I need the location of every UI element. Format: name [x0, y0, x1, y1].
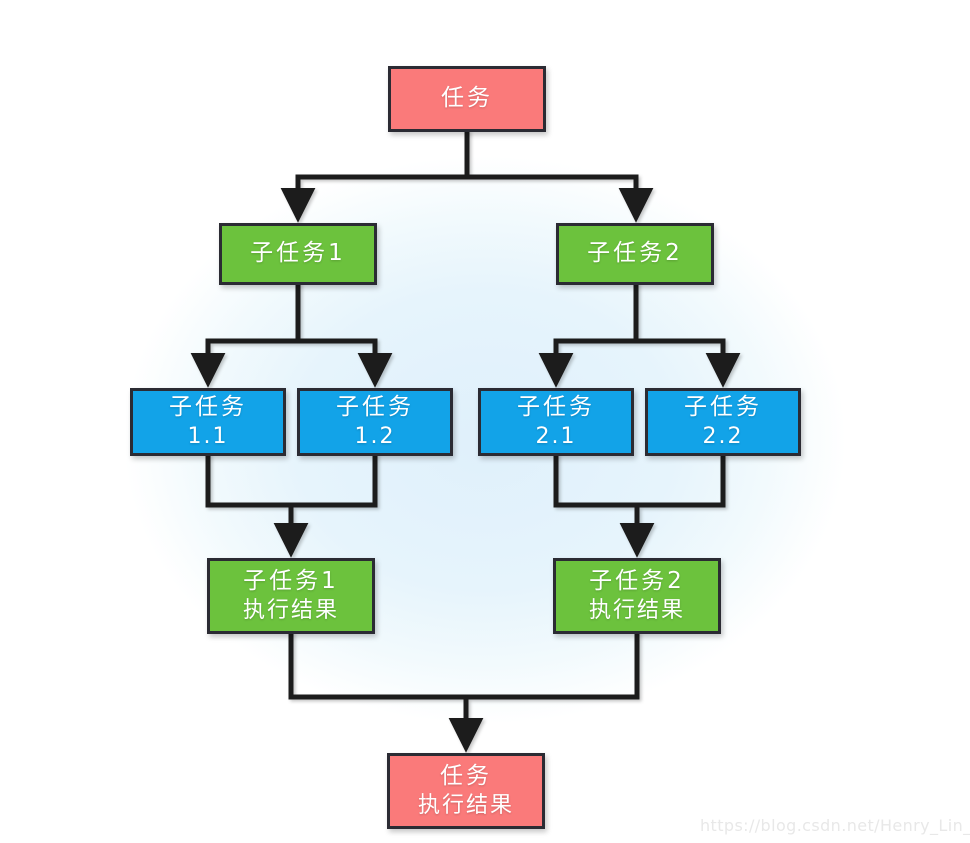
node-subtask2_2-line-1: 子任务: [684, 393, 762, 420]
node-subtask1: 子任务1: [219, 223, 377, 285]
node-subtask2_1-line-1: 子任务: [517, 393, 595, 420]
node-subtask2_2: 子任务 2.2: [645, 388, 801, 456]
node-result1-line-1: 子任务1: [243, 567, 339, 594]
node-subtask2_1: 子任务 2.1: [478, 388, 634, 456]
node-result1: 子任务1 执行结果: [207, 558, 375, 634]
node-subtask1_2: 子任务 1.2: [297, 388, 453, 456]
node-task-line-1: 任务: [441, 85, 493, 112]
node-final: 任务执行结果: [387, 753, 545, 829]
node-result2: 子任务2 执行结果: [553, 558, 721, 634]
node-result2-line-1: 子任务2: [589, 567, 685, 594]
node-final-line-2: 执行结果: [417, 792, 514, 818]
watermark: https://blog.csdn.net/Henry_Lin_Wind: [700, 816, 970, 835]
node-subtask1_1: 子任务 1.1: [130, 388, 286, 456]
node-subtask1_2-line-2: 1.2: [354, 423, 396, 449]
node-subtask1_1-line-2: 1.1: [187, 423, 229, 449]
node-subtask2: 子任务2: [556, 223, 714, 285]
node-result2-line-2: 执行结果: [588, 597, 685, 623]
node-final-line-1: 任务: [440, 762, 492, 789]
node-task: 任务: [388, 66, 546, 132]
node-subtask1-line-1: 子任务1: [250, 240, 346, 267]
node-subtask2_2-line-2: 2.2: [702, 423, 744, 449]
node-subtask1_2-line-1: 子任务: [336, 393, 414, 420]
node-subtask1_1-line-1: 子任务: [169, 393, 247, 420]
node-subtask2_1-line-2: 2.1: [535, 423, 577, 449]
node-result1-line-2: 执行结果: [242, 597, 339, 623]
node-subtask2-line-1: 子任务2: [587, 240, 683, 267]
